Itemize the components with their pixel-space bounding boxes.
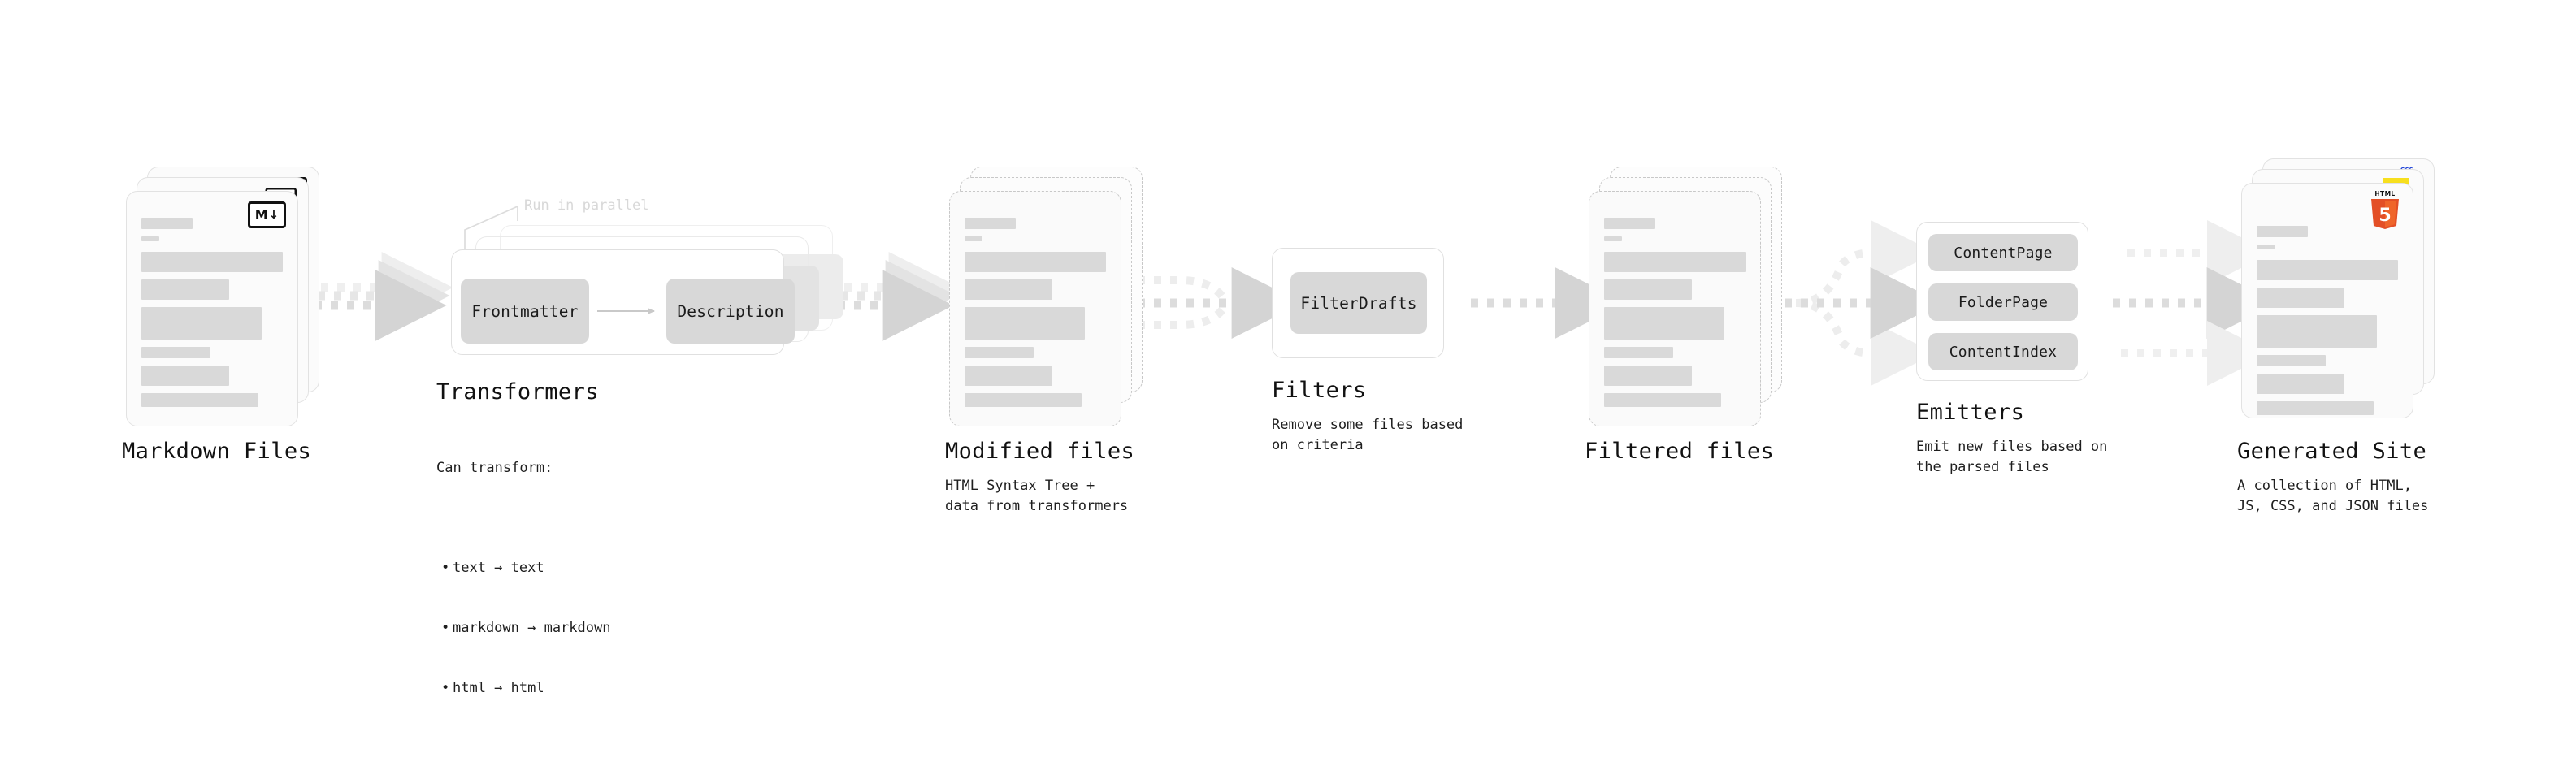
- markdown-badge: M↓: [248, 201, 286, 228]
- stage-title-filtered-files: Filtered files: [1585, 439, 1775, 464]
- stage-subtitle-filters: Remove some files based on criteria: [1272, 417, 1464, 453]
- run-in-parallel-label: Run in parallel: [524, 197, 649, 214]
- filtered-card-stack: [1589, 167, 1782, 426]
- transformer-inner-arrow: [597, 307, 655, 314]
- pipeline-diagram: M↓ M↓ M↓: [0, 0, 2576, 681]
- transform-kind-item: html → html: [441, 678, 610, 699]
- stage-emitters: ContentPage FolderPage ContentIndex Emit…: [1916, 222, 2107, 475]
- markdown-card-stack: M↓ M↓ M↓: [126, 167, 319, 426]
- html5-badge-digit: 5: [2379, 206, 2391, 226]
- emitter-chip-contentpage[interactable]: ContentPage: [1928, 234, 2078, 271]
- skeleton-content: [1604, 218, 1746, 414]
- stage-generated-site: CSS HTML 5: [2237, 158, 2435, 514]
- stage-transformers: Run in parallel Frontmatter Description …: [436, 191, 843, 699]
- generated-card-stack: CSS HTML 5: [2241, 158, 2435, 418]
- skeleton-content: [965, 218, 1106, 414]
- stage-modified-files: Modified files HTML Syntax Tree + data f…: [945, 167, 1143, 514]
- stage-subtitle-modified-files: HTML Syntax Tree + data from transformer…: [945, 478, 1129, 514]
- emitter-chip-contentindex[interactable]: ContentIndex: [1928, 333, 2078, 370]
- stage-title-generated-site: Generated Site: [2237, 439, 2427, 464]
- stage-subtitle-transformers: Can transform: text → text markdown → ma…: [436, 418, 610, 779]
- stage-title-transformers: Transformers: [436, 379, 599, 405]
- stage-subtitle-emitters: Emit new files based on the parsed files: [1916, 439, 2108, 475]
- modified-card-stack: [949, 167, 1143, 426]
- stage-title-emitters: Emitters: [1916, 400, 2025, 425]
- connector-filtered-to-emitters: [1785, 220, 1942, 386]
- run-in-parallel-bracket: [464, 205, 518, 259]
- stage-title-markdown-files: Markdown Files: [122, 439, 312, 464]
- transform-kind-item: text → text: [441, 558, 610, 578]
- transform-kinds-list: text → text markdown → markdown html → h…: [436, 518, 611, 738]
- skeleton-content: [141, 218, 283, 414]
- stage-title-modified-files: Modified files: [945, 439, 1135, 464]
- generated-card-front: HTML 5: [2241, 183, 2413, 418]
- connector-emitters-to-site: [2113, 220, 2279, 386]
- transformer-chip-description[interactable]: Description: [666, 279, 795, 344]
- filter-chip-filterdrafts[interactable]: FilterDrafts: [1290, 272, 1427, 334]
- transform-kind-item: markdown → markdown: [441, 618, 611, 638]
- filtered-card-front: [1589, 191, 1761, 426]
- html5-badge: HTML 5: [2369, 190, 2401, 229]
- connector-modified-to-filters: [1138, 267, 1303, 339]
- emitter-chip-folderpage[interactable]: FolderPage: [1928, 283, 2078, 321]
- markdown-card-front: M↓: [126, 191, 298, 426]
- skeleton-content: [2257, 226, 2398, 422]
- modified-card-front: [949, 191, 1121, 426]
- stage-subtitle-generated-site: A collection of HTML, JS, CSS, and JSON …: [2237, 478, 2429, 514]
- transformers-stack: Run in parallel Frontmatter Description: [443, 191, 843, 355]
- stage-filters: FilterDrafts Filters Remove some files b…: [1272, 248, 1463, 453]
- stage-title-filters: Filters: [1272, 378, 1367, 403]
- md-badge-arrow: ↓: [268, 207, 280, 222]
- connector-md-to-transformers: [314, 252, 453, 341]
- can-transform-label: Can transform:: [436, 460, 553, 477]
- html5-badge-label: HTML: [2374, 190, 2396, 197]
- emitters-box: ContentPage FolderPage ContentIndex: [1916, 222, 2088, 381]
- stage-filtered-files: Filtered files: [1585, 167, 1782, 464]
- stage-markdown-files: M↓ M↓ M↓: [122, 167, 319, 464]
- filters-box: FilterDrafts: [1272, 248, 1444, 358]
- transformer-chip-frontmatter[interactable]: Frontmatter: [461, 279, 589, 344]
- md-badge-letter: M: [254, 206, 268, 223]
